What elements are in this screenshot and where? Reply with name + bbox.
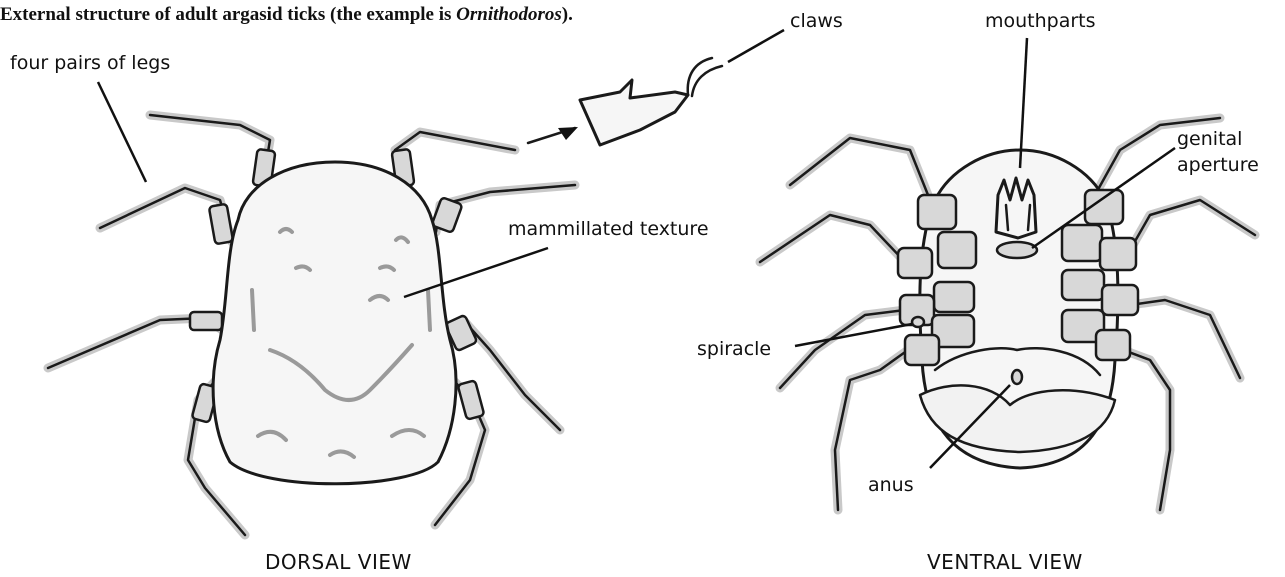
label-claws: claws [790,10,843,32]
label-genital-line2: aperture [1177,154,1259,176]
dorsal-tick [48,115,575,535]
label-ventral-view: VENTRAL VIEW [927,550,1083,574]
claw-detail [528,58,722,145]
label-mammillated-texture: mammillated texture [508,218,709,240]
leader-legs [98,82,146,182]
anus-mark [1012,370,1022,384]
spiracle-mark [912,317,924,327]
ventral-tick [760,118,1255,510]
label-mouthparts: mouthparts [985,10,1096,32]
dorsal-body [213,162,456,484]
label-spiracle: spiracle [697,338,771,360]
label-genital-line1: genital [1177,128,1242,150]
leader-mouthparts [1020,38,1027,168]
leader-claws [728,30,784,62]
ventral-mouthparts [996,178,1036,238]
genital-aperture [997,242,1037,258]
label-dorsal-view: DORSAL VIEW [265,550,412,574]
label-anus: anus [868,474,914,496]
claw-segment [580,80,688,145]
label-four-pairs-of-legs: four pairs of legs [10,52,170,74]
